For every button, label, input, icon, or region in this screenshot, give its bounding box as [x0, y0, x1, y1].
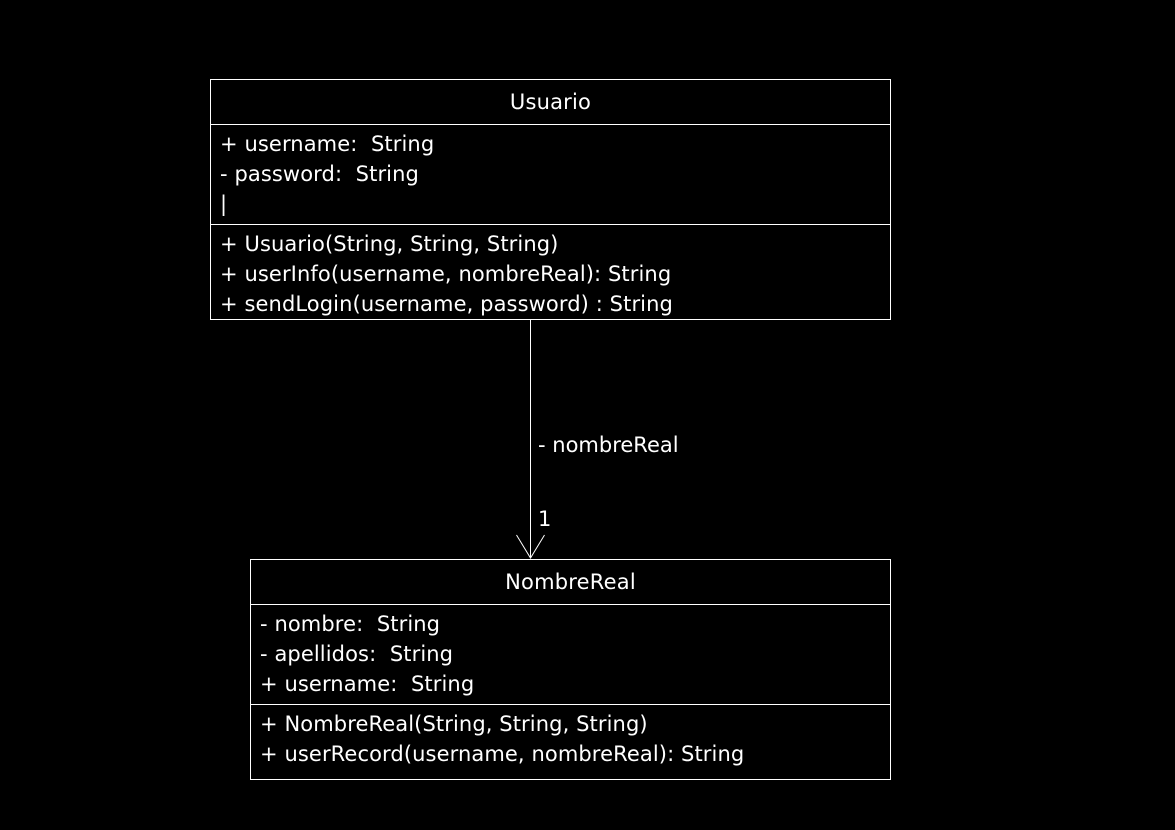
association-multiplicity-label[interactable]: 1: [538, 507, 552, 531]
attributes-section: - nombre: String - apellidos: String + u…: [251, 605, 890, 705]
attribute-username: + username: String: [260, 672, 475, 696]
class-name: NombreReal: [251, 560, 890, 605]
association-role-label[interactable]: - nombreReal: [538, 433, 679, 457]
attribute-apellidos: - apellidos: String: [260, 642, 454, 666]
attribute-nombre: - nombre: String: [260, 612, 441, 636]
attributes-section: + username: String - password: String |: [211, 125, 890, 225]
open-arrow-icon: [516, 534, 545, 559]
operations-section: + Usuario(String, String, String) + user…: [211, 225, 890, 319]
operation-userrecord: + userRecord(username, nombreReal): Stri…: [260, 742, 745, 766]
operation-userinfo: + userInfo(username, nombreReal): String: [220, 262, 672, 286]
operation-constructor: + NombreReal(String, String, String): [260, 712, 648, 736]
class-nombrereal[interactable]: NombreReal - nombre: String - apellidos:…: [250, 559, 891, 780]
operations-section: + NombreReal(String, String, String) + u…: [251, 705, 890, 769]
text-cursor[interactable]: |: [220, 192, 228, 216]
class-name: Usuario: [211, 80, 890, 125]
attribute-password: - password: String: [220, 162, 419, 186]
class-usuario[interactable]: Usuario + username: String - password: S…: [210, 79, 891, 320]
attribute-username: + username: String: [220, 132, 435, 156]
operation-constructor: + Usuario(String, String, String): [220, 232, 559, 256]
operation-sendlogin: + sendLogin(username, password) : String: [220, 292, 673, 316]
